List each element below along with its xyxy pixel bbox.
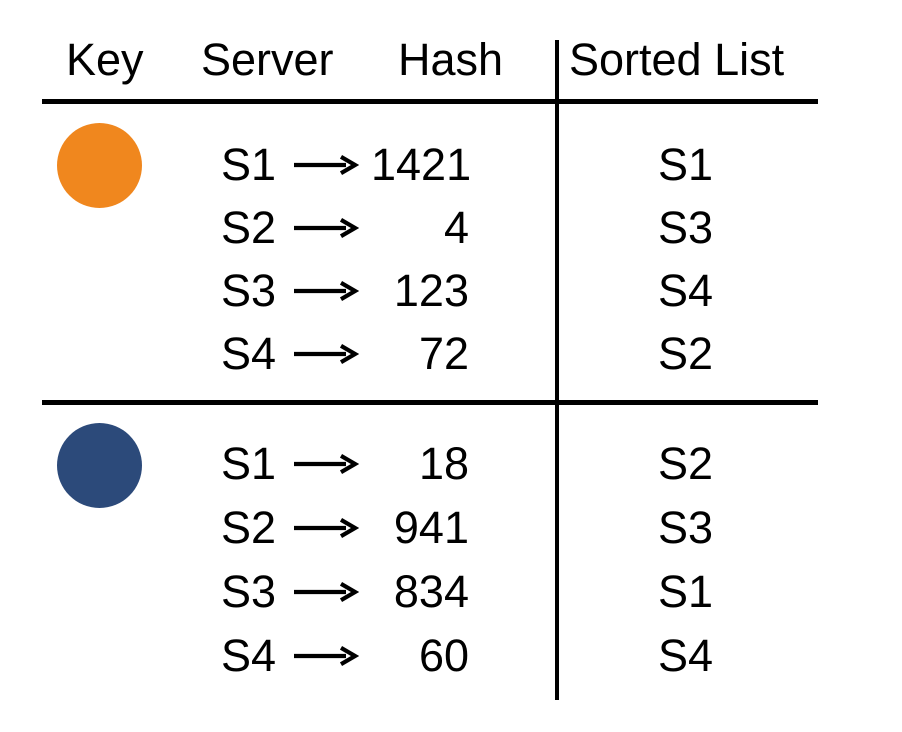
sorted-server-item: S2 <box>658 438 714 489</box>
hash-mapping-list: S1 1421 S2 4 S3 123 S4 72 <box>221 133 472 385</box>
maps-to-arrow-icon <box>293 517 371 539</box>
hash-mapping-row: S2 941 <box>221 496 469 560</box>
maps-to-arrow-icon <box>293 280 371 302</box>
maps-to-arrow-icon <box>293 154 371 176</box>
hash-mapping-list: S1 18 S2 941 S3 834 S4 60 <box>221 432 469 688</box>
hash-value: 4 <box>443 201 469 253</box>
sorted-server-list: S2 S3 S1 S4 <box>658 432 713 688</box>
server-label: S1 <box>221 138 277 190</box>
sorted-server-item: S3 <box>658 502 714 553</box>
server-label: S3 <box>221 566 277 617</box>
maps-to-arrow-icon <box>293 581 371 603</box>
sorted-server-item: S2 <box>658 327 714 379</box>
column-header-sorted-list: Sorted List <box>569 34 785 85</box>
hash-value: 60 <box>418 630 469 681</box>
hash-value: 18 <box>418 438 469 489</box>
hash-value: 123 <box>393 264 469 316</box>
server-label: S3 <box>221 264 277 316</box>
server-label: S2 <box>221 201 277 253</box>
hash-mapping-row: S3 123 <box>221 259 469 322</box>
server-label: S2 <box>221 502 277 553</box>
hash-mapping-row: S4 60 <box>221 624 469 688</box>
orange-key-circle-icon <box>57 123 142 208</box>
sorted-server-item: S1 <box>658 138 714 190</box>
maps-to-arrow-icon <box>293 217 371 239</box>
server-label: S4 <box>221 327 277 379</box>
server-label: S4 <box>221 630 277 681</box>
blue-key-circle-icon <box>57 423 142 508</box>
sorted-server-list: S1 S3 S4 S2 <box>658 133 713 385</box>
header-divider-line <box>42 99 818 104</box>
column-header-server: Server <box>201 34 334 85</box>
hash-mapping-row: S1 18 <box>221 432 469 496</box>
hash-value: 72 <box>418 327 469 379</box>
column-header-key: Key <box>66 34 144 85</box>
maps-to-arrow-icon <box>293 453 371 475</box>
hash-mapping-row: S2 4 <box>221 196 469 259</box>
hash-mapping-row: S4 72 <box>221 322 469 385</box>
hash-mapping-row: S1 1421 <box>221 133 472 196</box>
column-header-hash: Hash <box>398 34 504 85</box>
hash-mapping-row: S3 834 <box>221 560 469 624</box>
hash-value: 1421 <box>371 138 472 190</box>
maps-to-arrow-icon <box>293 343 371 365</box>
sorted-server-item: S4 <box>658 630 714 681</box>
hash-value: 834 <box>393 566 469 617</box>
column-divider-line <box>555 40 559 700</box>
sorted-server-item: S1 <box>658 566 714 617</box>
server-label: S1 <box>221 438 277 489</box>
group-divider-line <box>42 400 818 405</box>
sorted-server-item: S4 <box>658 264 714 316</box>
hash-value: 941 <box>393 502 469 553</box>
sorted-server-item: S3 <box>658 201 714 253</box>
maps-to-arrow-icon <box>293 645 371 667</box>
